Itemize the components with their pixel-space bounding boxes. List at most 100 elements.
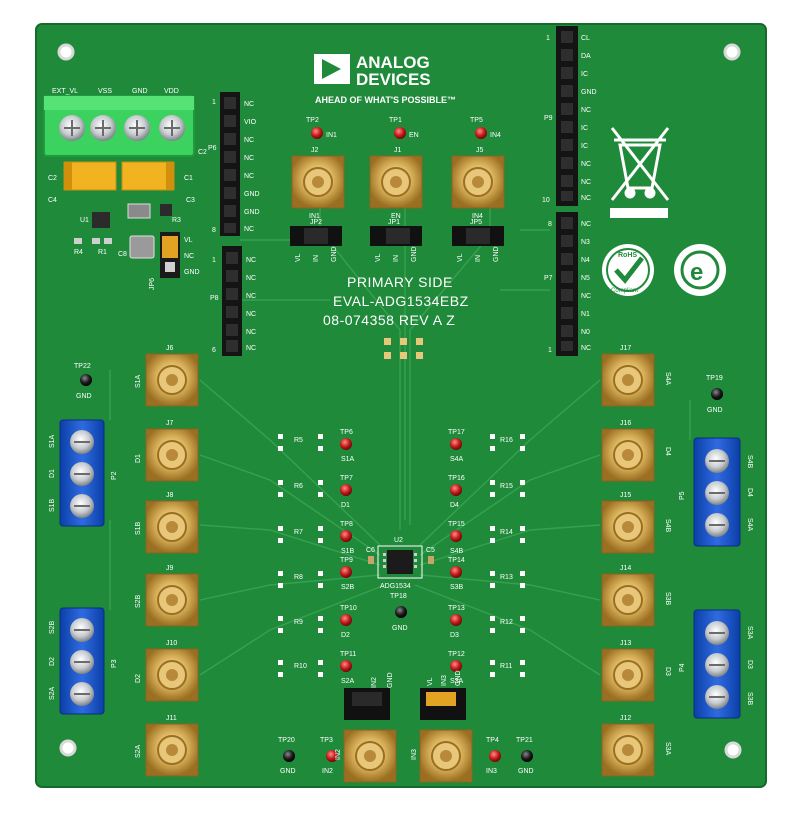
bottom-jumper-right[interactable]: VL IN3 GND — [420, 670, 466, 720]
terminal-p2[interactable]: S1A D1 S1B P2 — [49, 419, 118, 527]
top-connector-in4[interactable]: TP5 IN4 J5 IN4 JP5 VL IN GND — [451, 117, 505, 262]
svg-text:GND: GND — [455, 670, 462, 686]
bottom-connector-in2[interactable]: TP3 IN2 IN2 — [320, 729, 397, 783]
svg-text:NC: NC — [246, 329, 256, 336]
svg-text:NC: NC — [581, 107, 591, 114]
resistor-label: R15 — [500, 483, 513, 490]
jack-label: D2 — [135, 674, 142, 683]
tp-label: S2A — [341, 678, 355, 685]
resistor-label: R10 — [294, 663, 307, 670]
jack-ref: J8 — [166, 492, 174, 499]
header-p6[interactable]: NC VIO NC NC NC GND GND NC P6 1 8 — [208, 92, 260, 236]
svg-text:S1B: S1B — [49, 498, 56, 512]
svg-text:NC: NC — [244, 137, 254, 144]
header-p7[interactable]: NC N3 N4 N5 NC N1 N0 NC P7 8 1 — [544, 212, 591, 356]
resistor-r16: R16 — [490, 434, 525, 451]
svg-text:S3A: S3A — [746, 626, 753, 640]
svg-text:TP3: TP3 — [320, 737, 333, 744]
tp-label: S2B — [341, 584, 355, 591]
header-p8[interactable]: NC NC NC NC NC NC P8 1 6 — [210, 246, 256, 356]
svg-text:GND: GND — [76, 393, 92, 400]
terminal-p4[interactable]: S3A D3 S3B P4 — [679, 609, 753, 719]
svg-text:NC: NC — [184, 253, 194, 260]
svg-text:S1A: S1A — [49, 434, 56, 448]
svg-text:R4: R4 — [74, 249, 83, 256]
svg-text:P6: P6 — [208, 145, 217, 152]
terminal-p5[interactable]: S4B D4 S4A P5 — [679, 437, 753, 547]
tp-label: D3 — [450, 632, 459, 639]
resistor-label: R13 — [500, 574, 513, 581]
jack-label: D4 — [664, 447, 671, 456]
svg-text:N0: N0 — [581, 329, 590, 336]
svg-text:NC: NC — [581, 221, 591, 228]
header-p9[interactable]: CL DA IC GND NC IC IC NC NC NC P9 1 10 — [542, 26, 597, 206]
resistor-label: R11 — [500, 663, 512, 670]
gnd-testpoint-tp21[interactable]: TP21 GND — [516, 737, 534, 775]
jack-ref: J13 — [620, 640, 631, 647]
svg-text:NC: NC — [246, 345, 256, 352]
svg-text:S4A: S4A — [746, 518, 753, 532]
svg-text:IC: IC — [581, 125, 588, 132]
gnd-testpoint-tp19[interactable]: TP19 GND — [706, 375, 723, 414]
gnd-testpoint-tp22[interactable]: TP22 GND — [74, 363, 92, 400]
svg-text:IN2: IN2 — [335, 749, 342, 760]
tp-ref: TP10 — [340, 605, 357, 612]
bottom-jumper-left[interactable]: IN2 GND — [344, 672, 394, 720]
svg-text:S3B: S3B — [746, 692, 753, 706]
svg-text:NC: NC — [246, 275, 256, 282]
jack-ref: J6 — [166, 345, 174, 352]
terminal-p3[interactable]: S2B D2 S2A P3 — [49, 607, 118, 715]
svg-text:IN3: IN3 — [411, 749, 418, 760]
svg-text:GND: GND — [493, 246, 500, 262]
svg-text:VSS: VSS — [98, 88, 112, 95]
svg-text:P7: P7 — [544, 275, 553, 282]
power-terminal-block[interactable]: EXT_VL VSS GND VDD — [43, 88, 195, 157]
svg-text:EVAL-ADG1534EBZ: EVAL-ADG1534EBZ — [333, 293, 469, 309]
svg-text:IN2: IN2 — [371, 677, 378, 688]
svg-text:N4: N4 — [581, 257, 590, 264]
resistor-r12: R12 — [490, 616, 525, 633]
svg-text:NC: NC — [581, 179, 591, 186]
gnd-testpoint-tp18[interactable]: TP18 GND — [390, 593, 408, 632]
top-connector-en[interactable]: TP1 EN J1 EN JP1 VL IN GND — [369, 117, 423, 262]
svg-text:IN3: IN3 — [441, 675, 448, 686]
bottom-connector-in3[interactable]: TP4 IN3 IN3 — [411, 729, 501, 783]
tp-ref: TP6 — [340, 429, 353, 436]
jack-label: S4A — [664, 372, 671, 386]
top-connector-in1[interactable]: TP2 IN1 J2 IN1 JP2 VL IN GND — [290, 117, 345, 262]
tp-ref: TP15 — [448, 521, 465, 528]
jumper-jp6[interactable]: VL NC GND JP6 — [149, 232, 200, 290]
gnd-testpoint-tp20[interactable]: TP20 GND — [278, 737, 296, 775]
svg-text:P2: P2 — [111, 471, 118, 480]
